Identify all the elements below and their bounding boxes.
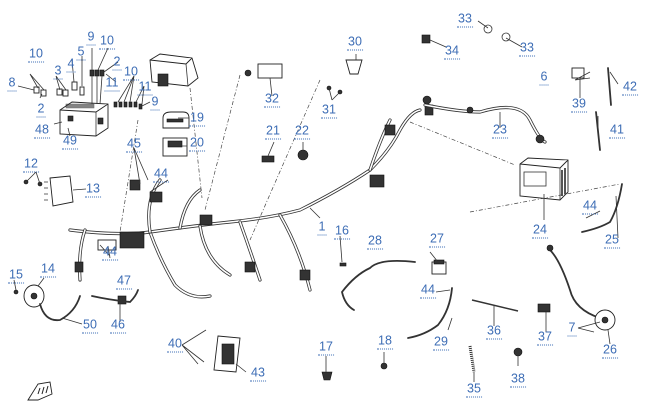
callout-33[interactable]: 33 <box>519 40 535 57</box>
callout-44[interactable]: 44 <box>420 282 436 299</box>
callout-50[interactable]: 50 <box>82 317 98 334</box>
callout-19[interactable]: 19 <box>189 110 205 127</box>
callout-1[interactable]: 1 <box>317 219 327 236</box>
module-20-part <box>162 137 188 157</box>
callout-41[interactable]: 41 <box>609 122 625 139</box>
callout-4[interactable]: 4 <box>66 56 76 73</box>
callout-33[interactable]: 33 <box>457 11 473 28</box>
callout-36[interactable]: 36 <box>486 323 502 340</box>
clip-17-part <box>321 371 333 381</box>
main-wire-harness-part <box>68 104 434 305</box>
clamp-33b-part <box>501 32 511 42</box>
callout-25[interactable]: 25 <box>604 232 620 249</box>
callout-26[interactable]: 26 <box>602 342 618 359</box>
connector-32-part <box>244 69 252 77</box>
callout-11[interactable]: 11 <box>137 79 153 96</box>
callout-17[interactable]: 17 <box>318 339 334 356</box>
callout-10[interactable]: 10 <box>123 64 139 81</box>
callout-49[interactable]: 49 <box>62 133 78 150</box>
callout-38[interactable]: 38 <box>510 371 526 388</box>
callout-44[interactable]: 44 <box>582 198 598 215</box>
module-32-part <box>257 63 283 79</box>
callout-29[interactable]: 29 <box>433 334 449 351</box>
callout-42[interactable]: 42 <box>622 79 638 96</box>
callout-46[interactable]: 46 <box>110 317 126 334</box>
callout-48[interactable]: 48 <box>34 122 50 139</box>
callout-7[interactable]: 7 <box>567 320 577 337</box>
front-direction-arrow-icon <box>27 381 53 401</box>
cable-42-part <box>607 67 612 106</box>
callout-8[interactable]: 8 <box>7 75 17 92</box>
cable-50-part <box>39 295 81 322</box>
callout-35[interactable]: 35 <box>466 381 482 398</box>
callout-47[interactable]: 47 <box>116 273 132 290</box>
regulator-13-part <box>23 175 74 207</box>
callout-3[interactable]: 3 <box>53 63 63 80</box>
callout-37[interactable]: 37 <box>537 329 553 346</box>
horn-26-part <box>546 244 616 331</box>
relay-27-part <box>431 259 447 275</box>
callout-2[interactable]: 2 <box>112 54 122 71</box>
callout-10[interactable]: 10 <box>28 46 44 63</box>
callout-43[interactable]: 43 <box>250 365 266 382</box>
relays-part <box>33 69 143 110</box>
callout-5[interactable]: 5 <box>76 44 86 61</box>
callout-31[interactable]: 31 <box>321 102 337 119</box>
leader-lines <box>13 20 621 382</box>
sensor-37-part <box>537 303 551 313</box>
callout-11[interactable]: 11 <box>104 75 120 92</box>
callout-2[interactable]: 2 <box>36 101 46 118</box>
callout-22[interactable]: 22 <box>294 123 310 140</box>
cable-25-part <box>581 183 623 233</box>
callout-27[interactable]: 27 <box>429 231 445 248</box>
sub-harness-46-part <box>91 289 139 303</box>
callout-39[interactable]: 39 <box>571 96 587 113</box>
connector-19-part <box>162 111 190 129</box>
callout-16[interactable]: 16 <box>334 223 350 240</box>
cable-41-part <box>595 111 601 151</box>
fuse-box-part <box>59 101 109 137</box>
harness-23-part <box>422 95 547 144</box>
callout-44[interactable]: 44 <box>102 244 118 261</box>
callout-23[interactable]: 23 <box>492 122 508 139</box>
bracket-30-part <box>345 59 363 75</box>
callout-13[interactable]: 13 <box>85 181 101 198</box>
sensor-22-part <box>297 149 309 161</box>
battery-24-part <box>519 157 569 201</box>
callout-10[interactable]: 10 <box>99 33 115 50</box>
cable-28-part <box>341 259 416 311</box>
callout-6[interactable]: 6 <box>539 69 549 86</box>
callout-44[interactable]: 44 <box>153 166 169 183</box>
clamp-33a-part <box>483 24 493 34</box>
callout-15[interactable]: 15 <box>8 267 24 284</box>
callout-21[interactable]: 21 <box>265 123 281 140</box>
callout-9[interactable]: 9 <box>86 29 96 46</box>
rod-36-part <box>471 299 519 312</box>
callout-45[interactable]: 45 <box>126 136 142 153</box>
spring-35-part <box>468 345 476 373</box>
horn-14-part <box>13 284 45 308</box>
callout-12[interactable]: 12 <box>23 156 39 173</box>
callout-14[interactable]: 14 <box>40 261 56 278</box>
sensor-21-part <box>261 155 275 163</box>
callout-20[interactable]: 20 <box>189 135 205 152</box>
callout-40[interactable]: 40 <box>167 336 183 353</box>
callout-30[interactable]: 30 <box>347 34 363 51</box>
grommet-38-part <box>513 347 523 357</box>
cable-29-part <box>407 287 453 339</box>
ecu-43-part <box>213 335 241 373</box>
callout-34[interactable]: 34 <box>444 43 460 60</box>
sensor-34-part <box>421 34 431 44</box>
clip-16-part <box>339 262 347 267</box>
fuse-box-cover-part <box>149 53 199 87</box>
callout-18[interactable]: 18 <box>377 333 393 350</box>
callout-32[interactable]: 32 <box>264 91 280 108</box>
callout-28[interactable]: 28 <box>367 233 383 250</box>
callout-24[interactable]: 24 <box>532 222 548 239</box>
callout-9[interactable]: 9 <box>150 94 160 111</box>
